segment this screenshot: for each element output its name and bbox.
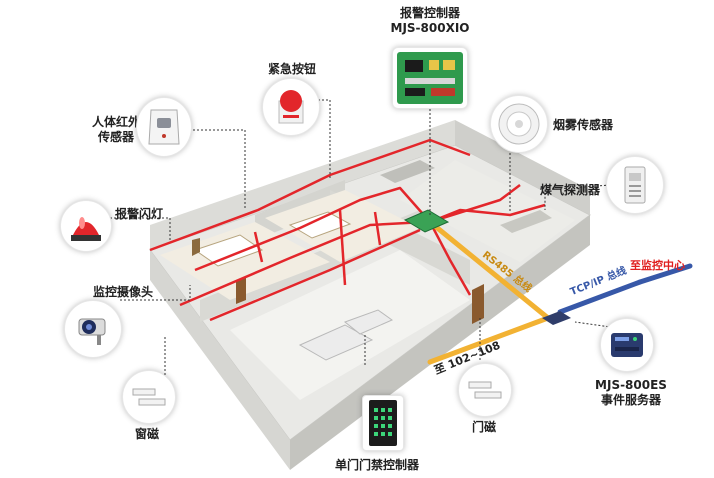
window-contact-label: 窗磁 [135,427,160,441]
pir-sensor-name-1: 人体红外 [91,115,140,129]
smoke-sensor-icon [490,95,548,153]
camera-icon [64,300,122,358]
access-controller-icon [362,395,404,451]
access-controller-label: 单门门禁控制器 [335,458,420,472]
monitor-center-label: 至监控中心 [630,259,685,272]
alarm-flash-label: 报警闪灯 [115,207,164,221]
alarm-controller-name: 报警控制器 [399,6,460,20]
door-contact-icon [458,363,512,417]
smoke-sensor-label: 烟雾传感器 [553,118,614,132]
event-server-name: 事件服务器 [600,393,661,407]
event-server-icon [600,318,654,372]
emergency-button-label: 紧急按钮 [268,62,317,76]
alarm-flash-icon [60,200,112,252]
emergency-button-icon [262,78,320,136]
alarm-controller-label: 报警控制器 MJS-800XIO [380,6,480,36]
gas-detector-label: 煤气探测器 [540,183,601,197]
alarm-controller-model: MJS-800XIO [390,21,470,35]
event-server-label: MJS-800ES 事件服务器 [586,378,676,408]
camera-label: 监控摄像头 [93,285,154,299]
gas-detector-icon [606,156,664,214]
alarm-controller-board-icon [392,47,468,109]
pir-sensor-name-2: 传感器 [97,130,134,144]
pir-sensor-label: 人体红外 传感器 [86,115,146,145]
event-server-model: MJS-800ES [595,378,667,392]
door-contact-label: 门磁 [472,420,497,434]
window-contact-icon [122,370,176,424]
pir-sensor-icon [136,97,192,157]
